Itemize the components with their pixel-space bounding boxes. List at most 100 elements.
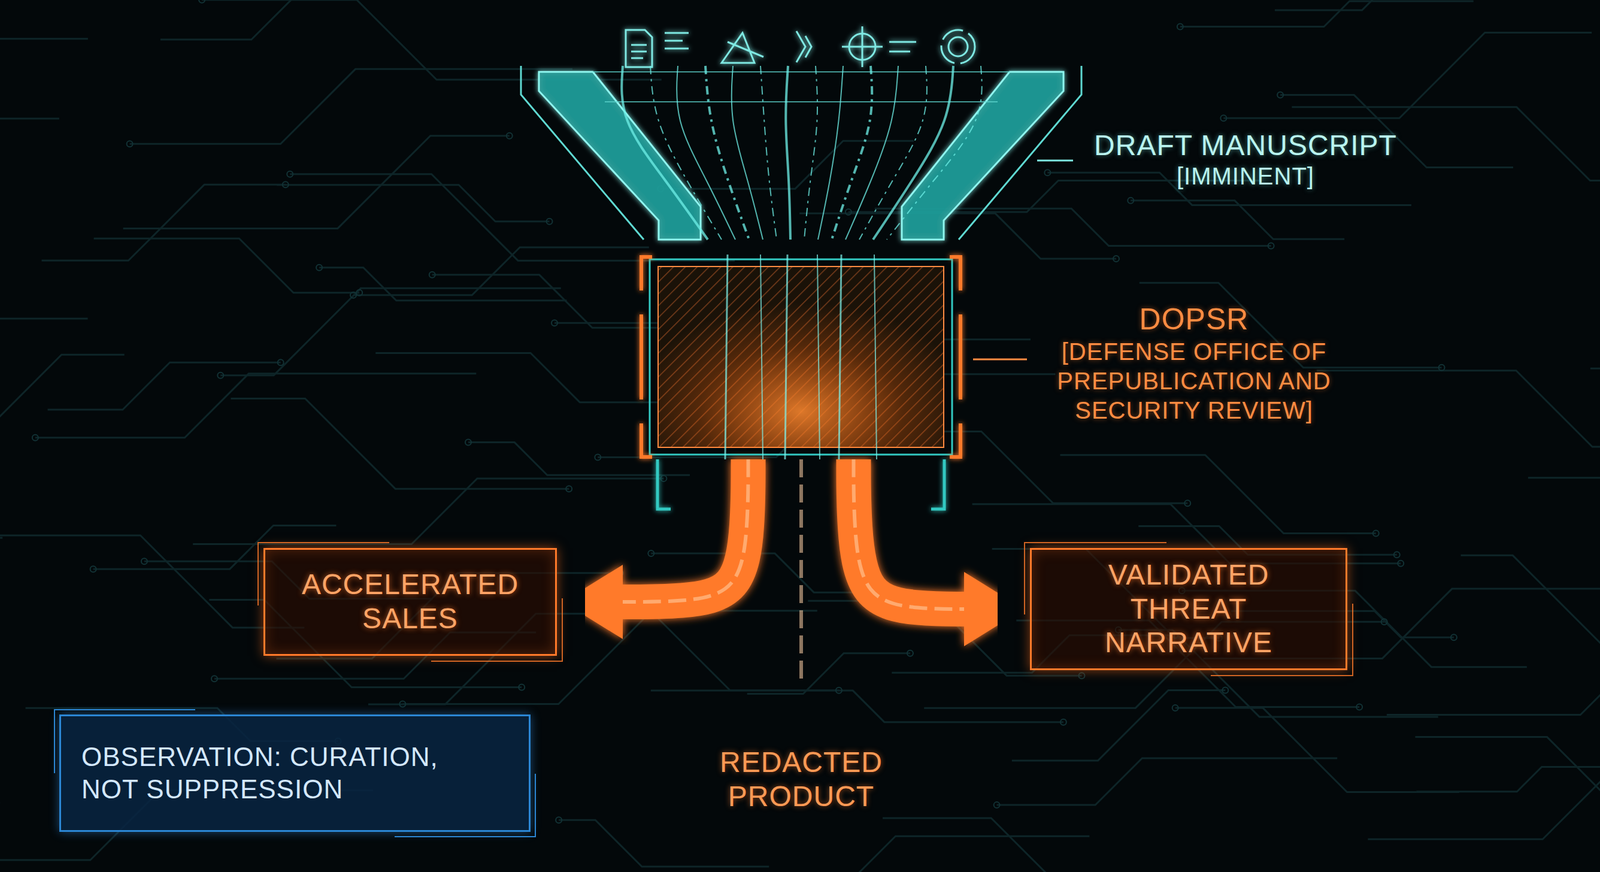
circuit-pad (1381, 618, 1388, 625)
circuit-pad (907, 650, 914, 657)
data-stream (760, 254, 763, 460)
circuit-trace (1180, 1, 1474, 27)
flow-arrow (622, 459, 749, 602)
circuit-pad (1450, 634, 1457, 641)
circuit-trace (319, 267, 567, 301)
circuit-pad (217, 372, 224, 379)
flow-highlight (799, 459, 803, 681)
circuit-pad (126, 140, 133, 147)
circuit-trace (882, 817, 1184, 872)
funnel-shape (520, 65, 1082, 240)
circuit-pad (594, 454, 601, 461)
funnel-outline (520, 65, 1082, 240)
circuit-trace (1386, 620, 1600, 715)
feed-connector (794, 239, 809, 255)
circuit-pad (1373, 529, 1380, 536)
observation-box: OBSERVATION: CURATION, NOT SUPPRESSION (59, 714, 531, 832)
core-frame (649, 259, 953, 455)
circuit-trace (276, 185, 550, 222)
circuit-pad (660, 475, 667, 482)
circuit-pad (506, 132, 513, 139)
data-stream (725, 254, 728, 460)
hatched-core (658, 266, 944, 448)
data-stream (817, 65, 844, 240)
review-shape (637, 254, 965, 460)
circuit-pad (1044, 169, 1051, 176)
node-title: ACCELERATED SALES (279, 567, 541, 636)
circuit-pad (647, 550, 654, 557)
ring-icon (941, 29, 975, 64)
circuit-pad (277, 359, 284, 366)
circuit-pad (994, 801, 1000, 808)
circuit-pad (1222, 686, 1229, 693)
circuit-trace (1175, 707, 1460, 792)
circuit-trace (997, 758, 1338, 805)
circuit-pad (465, 439, 472, 446)
data-stream (886, 65, 983, 240)
circuit-pad (617, 570, 624, 577)
circuit-trace (1367, 774, 1600, 840)
flow-group (622, 459, 749, 602)
circuit-pad (1113, 255, 1120, 262)
circuit-trace (1011, 689, 1226, 760)
review-box: DOPSR[DEFENSE OFFICE OF PREPUBLICATION A… (637, 254, 965, 460)
circuit-trace (650, 690, 1064, 723)
circuit-pad (551, 319, 558, 326)
document-icon (625, 29, 653, 68)
outcome-label: REDACTED PRODUCT (666, 745, 936, 824)
circuit-trace (230, 398, 569, 490)
crosshair-lines (841, 26, 883, 68)
flow-group (801, 459, 802, 681)
circuit-trace (47, 362, 281, 410)
circuit-pad (1397, 560, 1404, 567)
circuit-pad (845, 208, 852, 215)
circuit-pad (1127, 197, 1134, 204)
circuit-pad (1177, 23, 1184, 30)
top-icons (625, 26, 975, 68)
ring-icon-inner (948, 37, 968, 57)
circuit-trace (1130, 200, 1345, 239)
circuit-pad (1268, 243, 1275, 250)
data-stream (804, 65, 818, 240)
circuit-pad (356, 289, 363, 296)
data-stream (676, 65, 736, 240)
data-stream (785, 65, 791, 240)
data-stream (650, 65, 722, 240)
node-title: REDACTED PRODUCT (666, 745, 936, 814)
flow-group (800, 239, 802, 255)
circuit-trace (1316, 370, 1600, 447)
circuit-pad (1078, 672, 1085, 679)
circuit-pad (350, 292, 357, 299)
circuit-pad (1277, 92, 1284, 99)
circuit-pad (1356, 704, 1363, 711)
outcome-box: VALIDATED THREAT NARRATIVE (1029, 547, 1348, 671)
node-title: VALIDATED THREAT NARRATIVE (1046, 558, 1332, 660)
data-stream (873, 65, 954, 240)
circuit-trace (0, 38, 89, 97)
circuit-trace (1060, 455, 1377, 534)
circuit-trace (1528, 477, 1600, 553)
circuit-trace (0, 478, 3, 538)
data-stream (731, 65, 763, 240)
data-stream (831, 65, 872, 240)
circuit-trace (129, 68, 573, 144)
circuit-pad (286, 171, 293, 178)
outside-label: DRAFT MANUSCRIPT[IMMINENT] (1077, 128, 1414, 191)
data-stream (874, 254, 877, 460)
outlet-bracket (657, 459, 671, 509)
node-subtitle: [IMMINENT] (1077, 161, 1414, 191)
outlet-bracket (931, 459, 945, 509)
data-stream (785, 254, 788, 460)
circuit-pad (1438, 364, 1445, 371)
circuit-pad (555, 816, 562, 823)
circuit-trace (1416, 766, 1600, 792)
icon-line (631, 44, 647, 47)
icon-line (889, 50, 911, 53)
circuit-pad (211, 675, 218, 682)
data-stream (621, 65, 708, 240)
core-glow (658, 266, 944, 448)
flow-highlight (853, 459, 965, 609)
circuit-trace (192, 478, 664, 545)
node-title: DOPSR (1032, 301, 1356, 338)
